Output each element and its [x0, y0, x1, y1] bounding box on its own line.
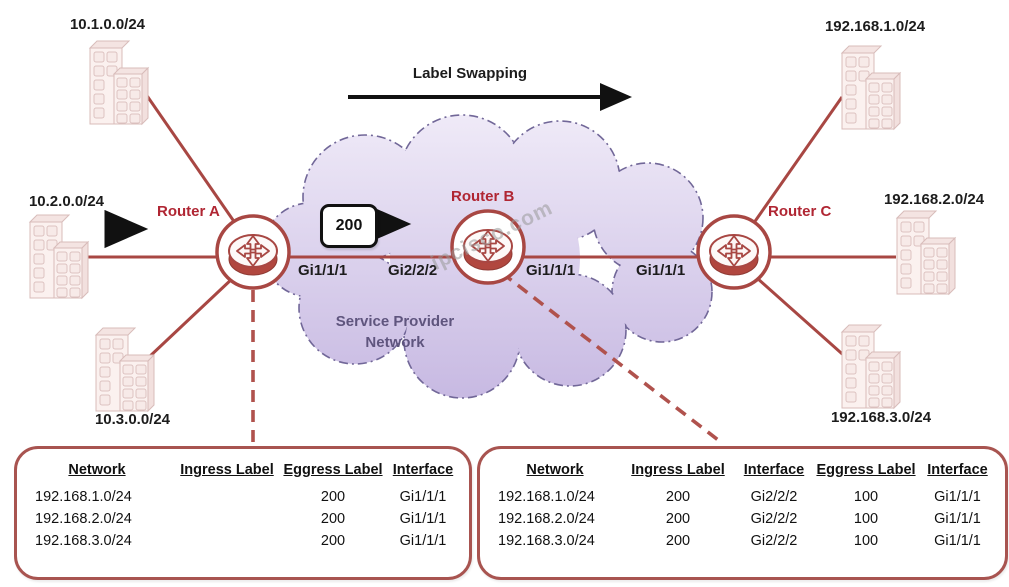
table-cell	[171, 486, 283, 508]
table-cell: 200	[665, 511, 691, 527]
table-cell: Gi1/1/1	[934, 489, 981, 505]
table-cell: 200	[320, 511, 346, 527]
network-label: 10.2.0.0/24	[28, 193, 105, 210]
network-label: 192.168.2.0/24	[883, 191, 985, 208]
table-cell: 100	[853, 533, 879, 549]
column-header: Eggress Label	[816, 462, 916, 478]
table-cell: 192.168.3.0/24	[35, 533, 132, 549]
table-callout-lines	[251, 271, 724, 445]
table-cell	[171, 530, 283, 552]
router-a-name: Router A	[157, 203, 220, 220]
column-header: Interface	[392, 462, 454, 478]
table-cell: Gi1/1/1	[934, 511, 981, 527]
network-label: 192.168.1.0/24	[824, 18, 926, 35]
cloud-title-line1: Service Provider	[335, 313, 455, 330]
column-header: Network	[68, 462, 126, 478]
building-icon	[841, 324, 901, 409]
interface-label-router-b-right: Gi1/1/1	[526, 262, 576, 279]
label-swapping-title: Label Swapping	[412, 65, 528, 82]
table-cell: 200	[320, 533, 346, 549]
building-icon	[89, 40, 149, 125]
table-cell: Gi2/2/2	[750, 489, 798, 505]
table-cell: 100	[853, 511, 879, 527]
table-cell: 192.168.3.0/24	[498, 533, 595, 549]
column-header: Network	[526, 462, 584, 478]
router-c-name: Router C	[768, 203, 832, 220]
router-b-name: Router B	[451, 188, 515, 205]
column-header: Eggress Label	[283, 462, 383, 478]
flow-arrows	[104, 83, 632, 249]
table-cell: 200	[665, 489, 691, 505]
router-a-icon	[215, 214, 291, 290]
building-icon	[896, 210, 956, 295]
column-header: Interface	[927, 462, 988, 478]
table-cell: 192.168.2.0/24	[35, 511, 132, 527]
interface-label-router-b-left: Gi2/2/2	[388, 262, 438, 279]
table-cell: 200	[320, 489, 346, 505]
network-label: 10.1.0.0/24	[69, 16, 146, 33]
router-a-label-table: Network Ingress Label Eggress Label Inte…	[14, 446, 472, 580]
table-cell: Gi1/1/1	[399, 533, 447, 549]
table-cell: 192.168.1.0/24	[498, 489, 595, 505]
router-b-label-table: Network Ingress Label Interface Eggress …	[477, 446, 1008, 580]
table-cell: Gi1/1/1	[399, 489, 447, 505]
table-cell	[171, 508, 283, 530]
table-cell: 100	[853, 489, 879, 505]
table-cell: Gi2/2/2	[750, 533, 798, 549]
cloud-title: Service Provider Network	[300, 311, 490, 353]
mpls-label-200-badge: 200	[320, 204, 378, 248]
table-cell: Gi2/2/2	[750, 511, 798, 527]
network-label: 192.168.3.0/24	[830, 409, 932, 426]
table-cell: Gi1/1/1	[934, 533, 981, 549]
cloud-title-line2: Network	[365, 334, 425, 351]
table-cell: 192.168.2.0/24	[498, 511, 595, 527]
interface-label-router-a-right: Gi1/1/1	[298, 262, 348, 279]
callout-router-b-table	[500, 271, 724, 445]
building-icon	[841, 45, 901, 130]
table-cell: 192.168.1.0/24	[35, 489, 132, 505]
router-c-icon	[696, 214, 772, 290]
column-header: Ingress Label	[631, 462, 725, 478]
column-header: Interface	[743, 462, 805, 478]
building-icon	[95, 327, 155, 412]
table-cell: Gi1/1/1	[399, 511, 447, 527]
interface-label-router-c-left: Gi1/1/1	[636, 262, 686, 279]
column-header: Ingress Label	[180, 462, 274, 478]
building-icon	[29, 214, 89, 299]
table-cell: 200	[665, 533, 691, 549]
network-label: 10.3.0.0/24	[94, 411, 171, 428]
